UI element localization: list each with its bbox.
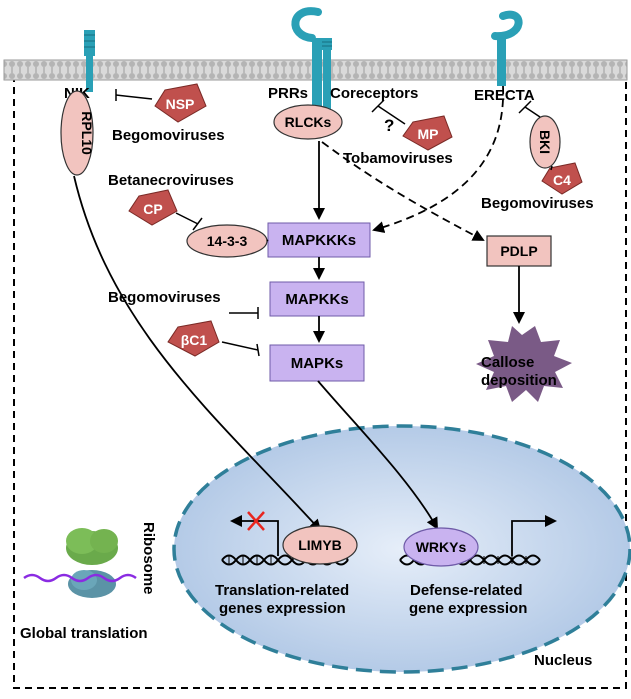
svg-text:CP: CP: [143, 201, 162, 217]
svg-text:MAPKKKs: MAPKKKs: [282, 232, 356, 249]
14-3-3-protein: 14-3-3: [186, 224, 268, 258]
arrow-erecta-mapkkks: [372, 85, 504, 233]
svg-text:C4: C4: [553, 172, 571, 188]
mapks-box: MAPKs: [269, 344, 365, 382]
defense-genes-label-1: Defense-related: [410, 582, 523, 599]
cp-inhibits-14-3-3: [175, 212, 199, 225]
translation-genes-label-2: genes expression: [219, 600, 346, 617]
svg-text:14-3-3: 14-3-3: [207, 233, 248, 249]
14-3-3-to-mapkkks: [266, 239, 269, 242]
arrow-mapks-wrkys: [317, 380, 438, 530]
mrna-strand: [23, 573, 137, 583]
pdlp-box: PDLP: [486, 235, 552, 267]
svg-text:MAPKs: MAPKs: [291, 355, 344, 372]
translation-genes-label-1: Translation-related: [215, 582, 349, 599]
prrs-label: PRRs: [268, 85, 308, 102]
nsp-inhibits-nik: [115, 94, 153, 100]
arrow-rpl10-limyb: [73, 175, 322, 532]
wrkys-protein: WRKYs: [403, 527, 479, 567]
rpl10-protein: RPL10: [60, 90, 95, 176]
mapkkks-box: MAPKKKs: [267, 222, 371, 258]
rlcks-protein: RLCKs: [273, 104, 343, 140]
svg-text:MP: MP: [418, 126, 439, 142]
callose-deposition-icon: Callose deposition: [476, 326, 572, 402]
nucleus: [172, 424, 631, 674]
blocked-x-icon: [247, 511, 265, 531]
arrow-rlcks-pdlp: [321, 141, 485, 241]
tobamoviruses-label: Tobamoviruses: [343, 150, 453, 167]
svg-text:MAPKKs: MAPKKs: [285, 291, 348, 308]
bki-inhibits-erecta: [524, 106, 541, 118]
limyb-protein: LIMYB: [282, 525, 358, 565]
bc1-inhibits-mapks: [221, 341, 259, 351]
deposition-label: deposition: [481, 372, 557, 389]
svg-text:WRKYs: WRKYs: [416, 539, 467, 555]
coreceptor-icon: [322, 38, 332, 123]
bc1-viral-protein: βC1: [167, 320, 220, 357]
ribosome-label: Ribosome: [140, 522, 157, 595]
svg-text:RLCKs: RLCKs: [285, 114, 332, 130]
begomoviruses-top-label: Begomoviruses: [112, 127, 225, 144]
tss-right-arrow: [511, 515, 557, 556]
nsp-viral-protein: NSP: [154, 83, 207, 123]
c4-inhibits-bki: [550, 165, 553, 171]
defense-genes-label-2: gene expression: [409, 600, 527, 617]
begomoviruses-mid-label: Begomoviruses: [108, 289, 221, 306]
svg-text:RPL10: RPL10: [79, 111, 95, 155]
mp-viral-protein: MP: [402, 115, 453, 151]
erecta-label: ERECTA: [474, 87, 535, 104]
svg-text:βC1: βC1: [181, 332, 208, 348]
mp-inhibits-coreceptors: [377, 105, 406, 125]
nucleus-label: Nucleus: [534, 652, 592, 669]
cp-viral-protein: CP: [128, 189, 178, 226]
begomoviruses-right-label: Begomoviruses: [481, 195, 594, 212]
erecta-receptor-icon: [491, 10, 523, 86]
svg-text:BKI: BKI: [537, 130, 553, 154]
c4-viral-protein: C4: [541, 162, 583, 195]
coreceptors-label: Coreceptors: [330, 85, 418, 102]
prr-receptor-icon: [291, 7, 322, 123]
nik-receptor-icon: [84, 30, 95, 92]
ribosome-icon: [66, 528, 118, 598]
betanecroviruses-label: Betanecroviruses: [108, 172, 234, 189]
svg-text:NSP: NSP: [166, 96, 195, 112]
svg-text:PDLP: PDLP: [500, 243, 537, 259]
mapkks-box: MAPKKs: [269, 281, 365, 317]
callose-label: Callose: [481, 354, 534, 371]
global-translation-label: Global translation: [20, 625, 148, 642]
tss-left-arrow: [230, 515, 279, 556]
svg-text:LIMYB: LIMYB: [298, 537, 342, 553]
bki-protein: BKI: [529, 115, 561, 169]
question-mark: ?: [384, 116, 394, 135]
